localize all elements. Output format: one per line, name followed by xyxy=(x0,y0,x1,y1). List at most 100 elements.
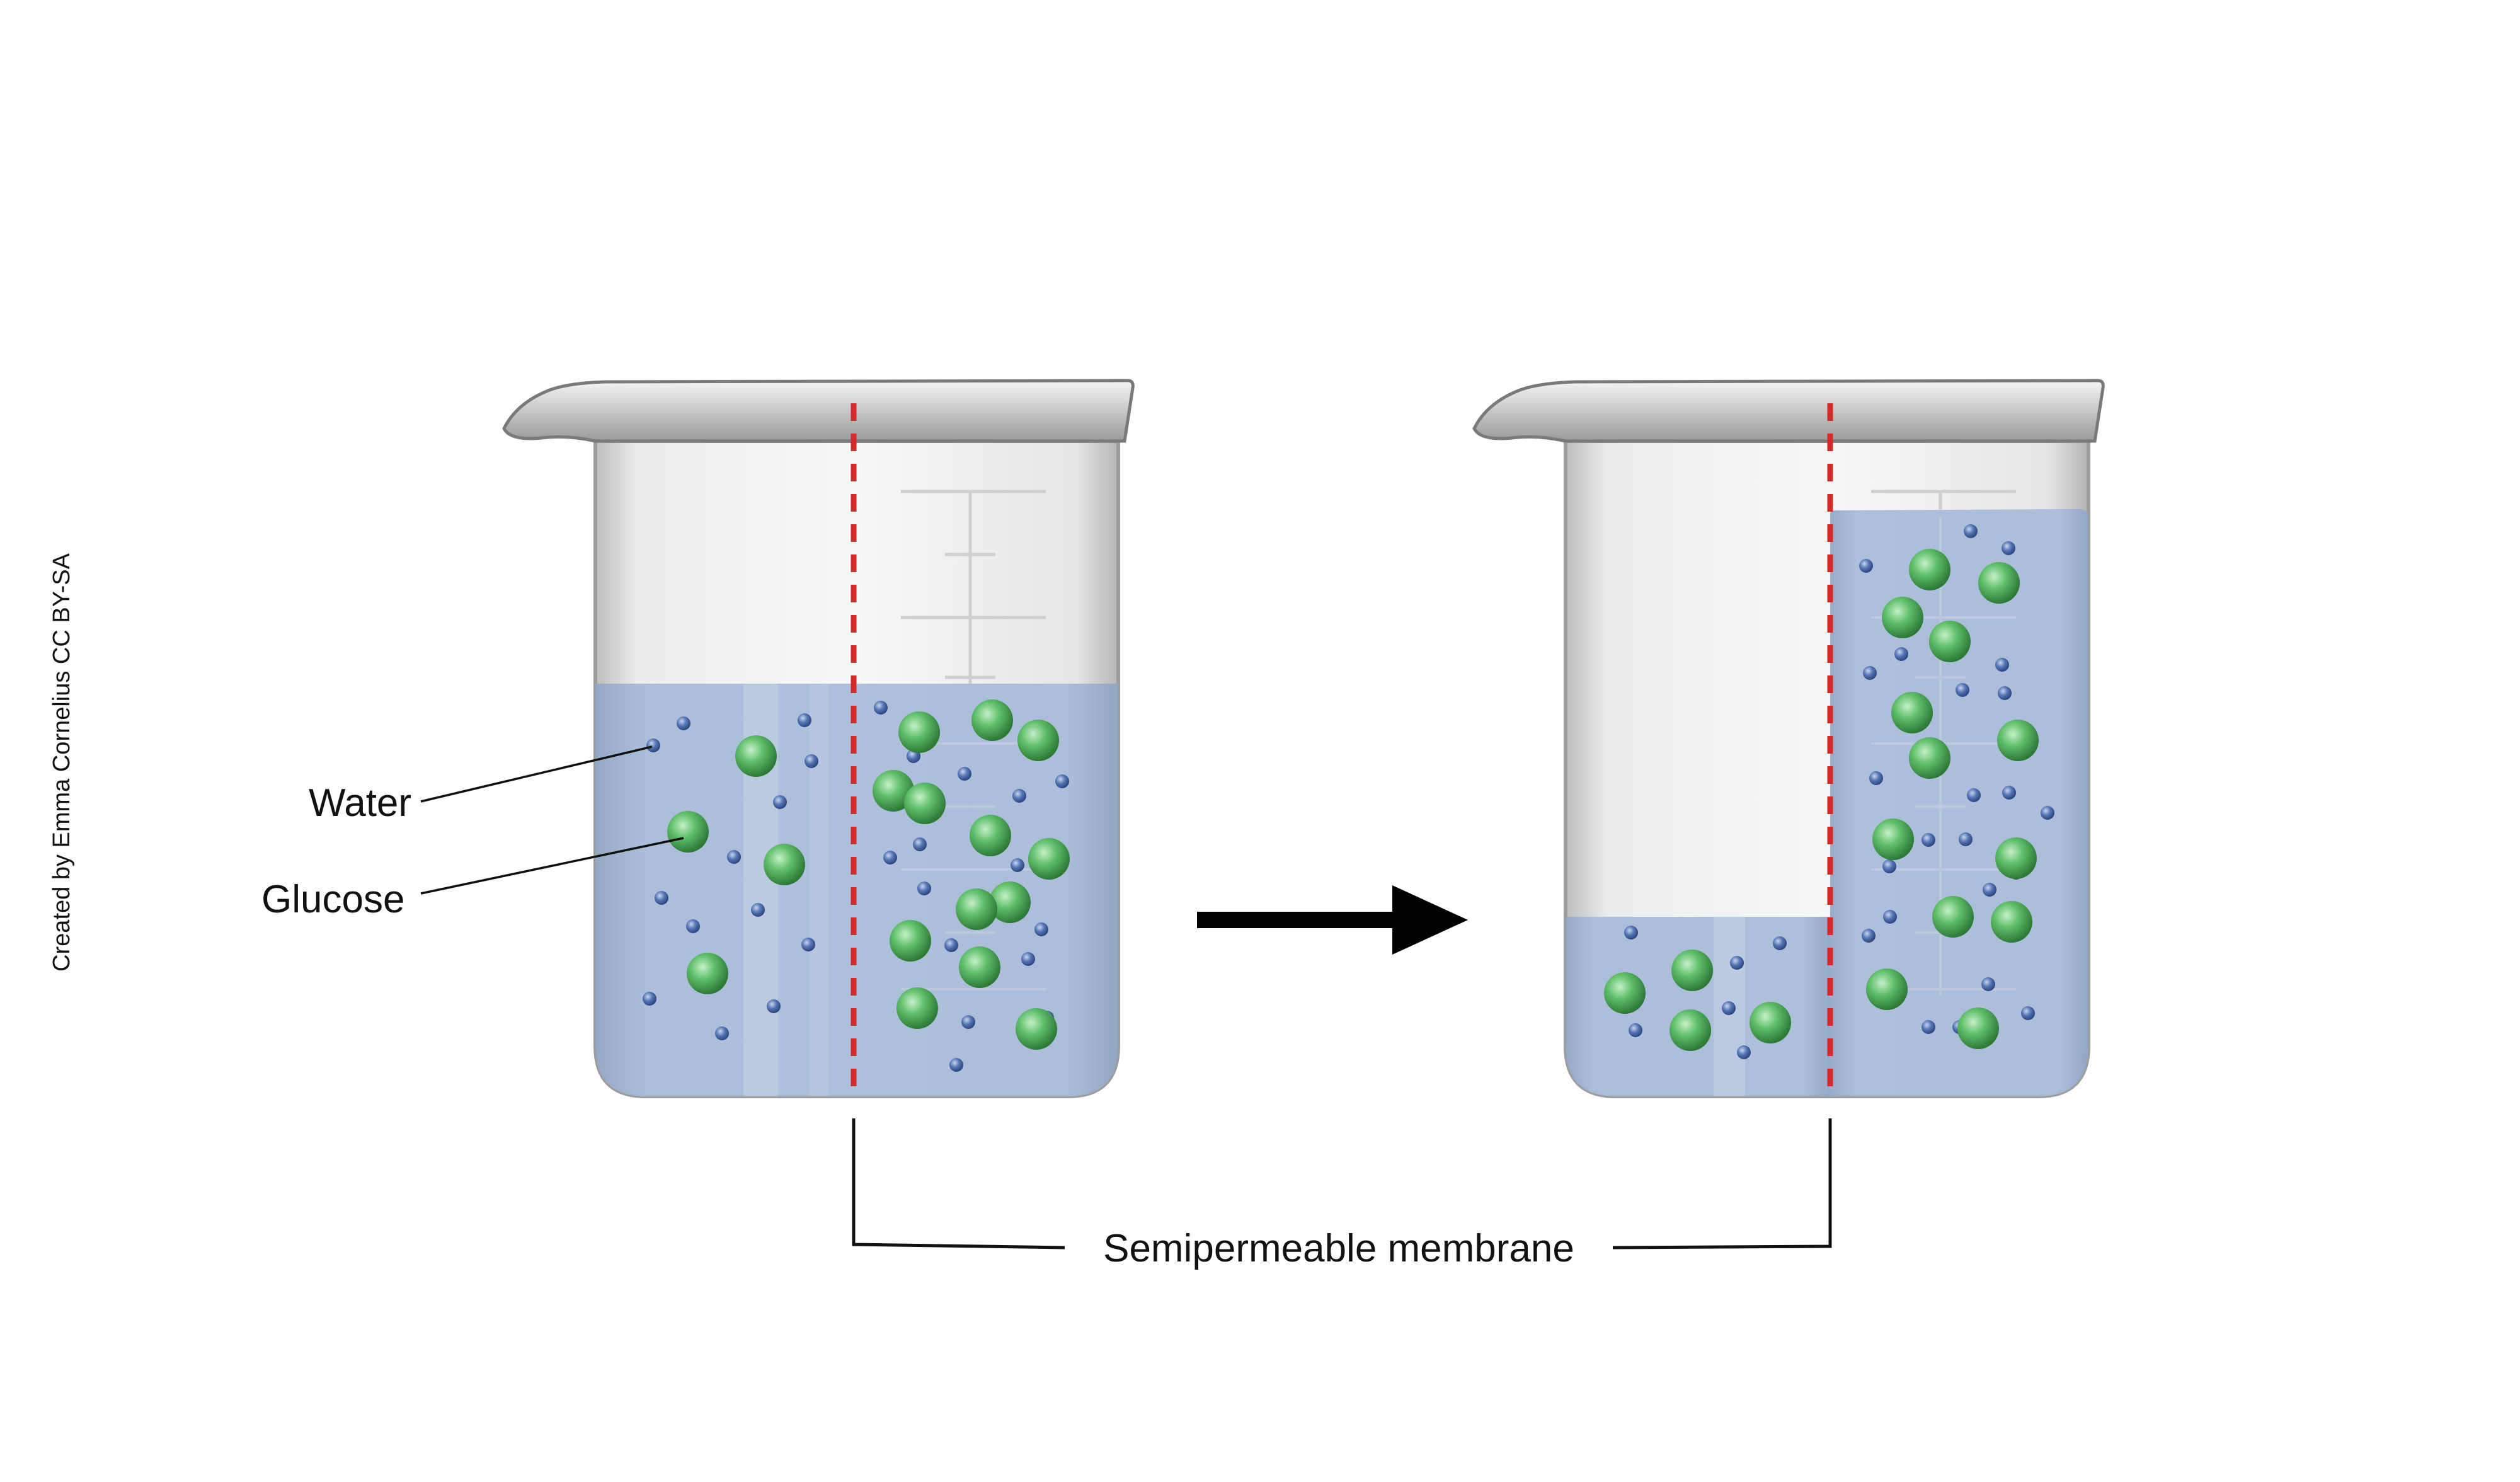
water-molecule xyxy=(1995,658,2009,672)
water-molecule xyxy=(655,891,668,905)
water-molecule xyxy=(1773,936,1787,950)
glucose-molecule xyxy=(904,783,946,824)
glucose-molecule xyxy=(687,953,728,994)
water-molecule xyxy=(2002,786,2016,800)
glucose-molecule xyxy=(956,888,997,930)
beaker-icon xyxy=(502,379,1135,1098)
water-molecule xyxy=(2021,1006,2035,1020)
water-molecule xyxy=(958,767,971,781)
arrow-right-icon xyxy=(1197,885,1468,955)
water-molecule xyxy=(1624,926,1638,939)
glucose-molecule xyxy=(1978,562,2020,604)
glucose-molecule xyxy=(1997,720,2039,761)
water-molecule xyxy=(1722,1001,1736,1015)
water-molecule xyxy=(917,882,931,895)
water-molecule xyxy=(643,992,656,1006)
membrane-bracket xyxy=(852,1118,1832,1249)
water-molecule xyxy=(913,837,927,851)
water-molecule xyxy=(1011,858,1024,872)
water-molecule xyxy=(1859,559,1873,573)
water-molecule xyxy=(949,1058,963,1072)
glucose-molecule xyxy=(873,770,914,812)
water-molecule xyxy=(1021,952,1035,966)
water-label: Water xyxy=(309,781,411,825)
water-solution-high xyxy=(1830,509,2088,1096)
glucose-molecule xyxy=(1028,838,1070,880)
water-molecule xyxy=(1862,929,1876,943)
beaker-icon xyxy=(1472,379,2105,1098)
credit-text: Created by Emma Cornelius CC BY-SA xyxy=(49,553,75,972)
water-molecule xyxy=(1922,833,1935,847)
water-molecule xyxy=(1882,859,1896,873)
water-molecule xyxy=(686,919,700,933)
molecules-beaker-1 xyxy=(643,699,1070,1072)
water-molecule xyxy=(944,938,958,952)
glucose-label: Glucose xyxy=(261,878,404,921)
glucose-molecule xyxy=(1671,950,1713,991)
glucose-molecule xyxy=(898,711,940,753)
water-molecule xyxy=(961,1015,975,1029)
glucose-molecule xyxy=(1932,896,1974,938)
water-molecule xyxy=(1055,774,1069,788)
water-molecule xyxy=(1922,1020,1935,1034)
glucose-molecule xyxy=(970,815,1011,856)
water-molecule xyxy=(805,754,818,768)
beaker-rim xyxy=(1472,379,2105,443)
water-molecule xyxy=(874,701,888,715)
molecules-beaker-2 xyxy=(1604,524,2054,1059)
water-molecule xyxy=(801,938,815,951)
glucose-molecule xyxy=(959,946,1000,988)
glucose-molecule xyxy=(1604,972,1646,1014)
water-molecule xyxy=(1629,1023,1642,1037)
water-molecule xyxy=(798,713,811,727)
glucose-molecule xyxy=(971,699,1013,741)
glucose-leader-line xyxy=(420,837,684,895)
glucose-molecule xyxy=(1750,1002,1791,1043)
water-molecule xyxy=(1883,910,1897,924)
water-molecule xyxy=(1983,883,1996,897)
membrane-label: Semipermeable membrane xyxy=(1103,1227,1574,1270)
glucose-molecule xyxy=(1991,901,2032,943)
water-molecule xyxy=(715,1026,729,1040)
water-molecule xyxy=(727,850,741,864)
water-molecule xyxy=(767,999,781,1013)
water-molecule xyxy=(677,716,690,730)
glucose-molecule xyxy=(890,920,931,962)
water-molecule xyxy=(1894,647,1908,661)
water-molecule xyxy=(1863,666,1877,680)
glucose-molecule xyxy=(764,844,805,885)
water-molecule xyxy=(1869,771,1883,785)
water-molecule xyxy=(2002,541,2015,555)
glucose-molecule xyxy=(1995,837,2037,879)
water-molecule xyxy=(1012,789,1026,803)
glucose-molecule xyxy=(1929,621,1971,662)
glucose-molecule xyxy=(1891,692,1933,733)
beaker-rim xyxy=(502,379,1135,443)
glucose-molecule xyxy=(896,987,938,1029)
water-molecule xyxy=(1730,956,1744,970)
water-molecule xyxy=(1967,788,1981,802)
water-molecule xyxy=(1998,686,2012,700)
glucose-molecule xyxy=(735,735,777,777)
water-molecule xyxy=(773,795,787,809)
water-molecule xyxy=(646,738,660,752)
water-molecule xyxy=(1964,524,1978,538)
water-solution-low xyxy=(1566,917,1830,1096)
glucose-molecule xyxy=(1872,819,1914,860)
water-molecule xyxy=(883,851,897,864)
water-molecule xyxy=(1981,977,1995,991)
glucose-molecule xyxy=(1909,549,1950,590)
water-molecule xyxy=(1737,1045,1751,1059)
glucose-molecule xyxy=(1017,720,1059,761)
water-molecule xyxy=(2041,806,2054,820)
water-molecule xyxy=(751,903,765,917)
water-molecule xyxy=(1034,922,1048,936)
glucose-molecule xyxy=(1957,1008,1999,1049)
glucose-molecule xyxy=(667,811,709,853)
glucose-molecule xyxy=(1909,737,1950,779)
water-leader-line xyxy=(420,745,653,803)
glucose-molecule xyxy=(1016,1008,1057,1050)
glucose-molecule xyxy=(989,882,1031,923)
glucose-molecule xyxy=(1866,968,1908,1010)
